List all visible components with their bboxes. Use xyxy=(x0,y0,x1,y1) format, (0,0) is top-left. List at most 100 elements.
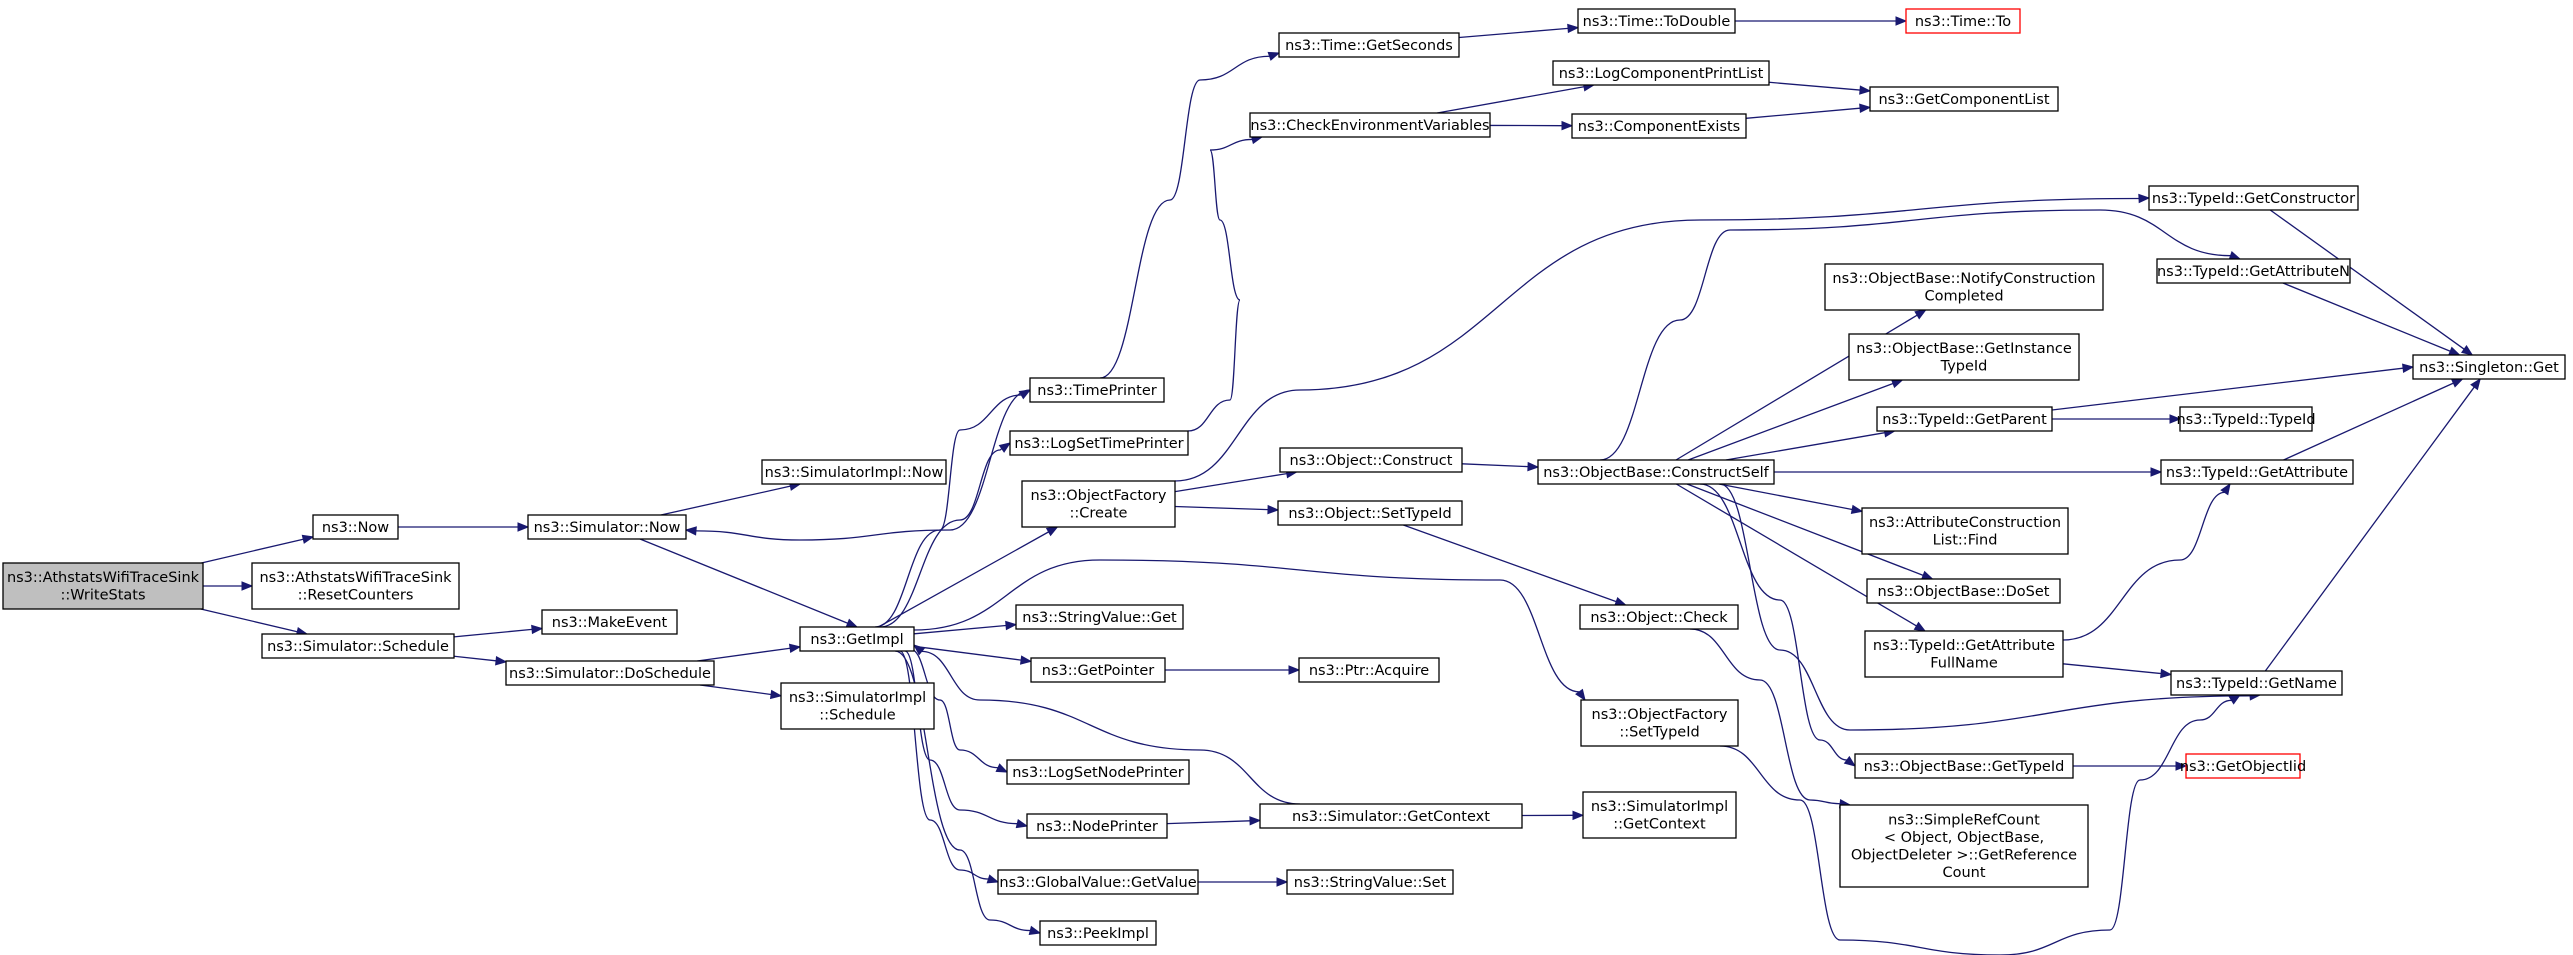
node-label: ::GetContext xyxy=(1613,817,1706,833)
node-label: ns3::MakeEvent xyxy=(552,615,668,631)
function-node-n28[interactable]: ns3::ComponentExists xyxy=(1571,113,1747,139)
function-node-n14[interactable]: ns3::GetPointer xyxy=(1030,657,1166,683)
function-node-n26[interactable]: ns3::Time::ToDouble xyxy=(1577,8,1736,34)
node-label: ns3::GetObjectIid xyxy=(2180,759,2306,775)
function-node-n37[interactable]: ns3::TypeId::GetParent xyxy=(1876,406,2053,432)
function-node-n24[interactable]: ns3::Simulator::GetContext xyxy=(1259,803,1523,829)
function-node-n47[interactable]: ns3::TypeId::GetName xyxy=(2170,670,2343,696)
call-edges xyxy=(200,16,2481,955)
function-node-n27[interactable]: ns3::LogComponentPrintList xyxy=(1552,60,1770,86)
function-node-n44[interactable]: ns3::TypeId::GetAttributeN xyxy=(2156,258,2351,284)
edge-line xyxy=(1745,107,1861,119)
function-node-n49[interactable]: ns3::Singleton::Get xyxy=(2412,354,2566,380)
function-node-n33[interactable]: ns3::Time::To xyxy=(1905,8,2021,34)
node-label: ::WriteStats xyxy=(60,588,145,604)
edge-arrowhead xyxy=(986,874,1000,884)
node-label: ns3::SimpleRefCount xyxy=(1888,813,2040,829)
node-label: ns3::SimulatorImpl xyxy=(1591,799,1728,815)
function-node-n48[interactable]: ns3::GetObjectIid xyxy=(2180,753,2306,779)
function-node-n39[interactable]: ns3::ObjectBase::DoSet xyxy=(1866,578,2061,604)
function-node-n32[interactable]: ns3::SimulatorImpl::GetContext xyxy=(1582,791,1737,839)
function-node-n42[interactable]: ns3::SimpleRefCount< Object, ObjectBase,… xyxy=(1839,804,2089,888)
node-label: ns3::GlobalValue::GetValue xyxy=(999,875,1196,891)
edge-n29-n37 xyxy=(1725,428,1896,461)
function-node-n21[interactable]: ns3::Object::Construct xyxy=(1279,447,1463,473)
function-node-n46[interactable]: ns3::TypeId::GetAttribute xyxy=(2160,459,2354,485)
edge-line xyxy=(913,624,1007,635)
edge-n24-n8 xyxy=(912,644,1301,805)
edge-arrowhead xyxy=(2448,346,2461,356)
function-node-n8[interactable]: ns3::GetImpl xyxy=(799,626,915,652)
edge-line xyxy=(1174,197,2140,482)
function-node-n41[interactable]: ns3::ObjectBase::GetTypeId xyxy=(1854,753,2074,779)
edge-arrowhead xyxy=(1045,526,1059,537)
edge-arrowhead xyxy=(1859,85,1872,95)
edge-line xyxy=(1166,820,1251,825)
function-node-n29[interactable]: ns3::ObjectBase::ConstructSelf xyxy=(1537,459,1775,485)
edge-line xyxy=(453,628,533,638)
function-node-n11[interactable]: ns3::LogSetTimePrinter xyxy=(1009,430,1189,456)
edge-n14-n23 xyxy=(1165,665,1301,675)
node-label: ns3::GetComponentList xyxy=(1878,92,2049,108)
node-box xyxy=(1866,578,2061,604)
function-node-n1[interactable]: ns3::Now xyxy=(312,514,399,540)
function-node-n25[interactable]: ns3::StringValue::Set xyxy=(1286,869,1454,895)
function-node-n15[interactable]: ns3::LogSetNodePrinter xyxy=(1006,759,1190,785)
function-node-n35[interactable]: ns3::ObjectBase::NotifyConstructionCompl… xyxy=(1824,263,2104,311)
edge-line xyxy=(1719,483,2251,731)
node-box xyxy=(2179,406,2313,432)
node-label: ns3::TypeId::GetParent xyxy=(1882,412,2047,428)
node-label: ns3::ObjectBase::DoSet xyxy=(1878,584,2050,600)
node-label: ns3::TypeId::GetConstructor xyxy=(2152,191,2355,207)
node-box xyxy=(1286,869,1454,895)
node-box xyxy=(1021,480,1176,528)
edge-arrowhead xyxy=(1019,655,1033,665)
function-node-n43[interactable]: ns3::TypeId::GetConstructor xyxy=(2148,185,2359,211)
function-node-n30[interactable]: ns3::Object::Check xyxy=(1579,604,1739,630)
node-label: Completed xyxy=(1924,289,2003,305)
edge-n10-n4 xyxy=(684,389,1031,541)
function-node-n3[interactable]: ns3::Simulator::Schedule xyxy=(261,633,455,659)
function-node-n16[interactable]: ns3::NodePrinter xyxy=(1026,813,1168,839)
function-node-n6[interactable]: ns3::Simulator::DoSchedule xyxy=(505,660,715,686)
function-node-n45[interactable]: ns3::TypeId::TypeId xyxy=(2176,406,2316,432)
node-box xyxy=(261,633,455,659)
function-node-n23[interactable]: ns3::Ptr::Acquire xyxy=(1298,657,1440,683)
function-node-n17[interactable]: ns3::GlobalValue::GetValue xyxy=(997,869,1199,895)
function-node-n2[interactable]: ns3::AthstatsWifiTraceSink::ResetCounter… xyxy=(251,562,460,610)
node-label: ns3::StringValue::Get xyxy=(1022,610,1177,626)
node-box xyxy=(1869,86,2059,112)
function-node-n9[interactable]: ns3::SimulatorImpl::Schedule xyxy=(780,682,935,730)
edge-line xyxy=(909,648,998,769)
function-node-n0[interactable]: ns3::AthstatsWifiTraceSink::WriteStats xyxy=(2,562,204,610)
edge-arrowhead xyxy=(1267,51,1281,61)
edge-arrowhead xyxy=(2150,467,2163,477)
edge-n6-n9 xyxy=(699,684,783,700)
edge-line xyxy=(1403,524,1617,603)
edge-n16-n24 xyxy=(1166,816,1262,826)
function-node-n10[interactable]: ns3::TimePrinter xyxy=(1029,377,1165,403)
function-node-n22[interactable]: ns3::Object::SetTypeId xyxy=(1277,500,1463,526)
edge-arrowhead xyxy=(2228,251,2242,261)
function-node-n12[interactable]: ns3::ObjectFactory::Create xyxy=(1021,480,1176,528)
node-box xyxy=(541,609,678,635)
edge-n27-n34 xyxy=(1768,81,1872,95)
edge-n29-n41 xyxy=(1699,483,1857,767)
function-node-n18[interactable]: ns3::PeekImpl xyxy=(1039,920,1157,946)
function-node-n7[interactable]: ns3::SimulatorImpl::Now xyxy=(761,459,947,485)
function-node-n4[interactable]: ns3::Simulator::Now xyxy=(527,514,687,540)
function-node-n20[interactable]: ns3::CheckEnvironmentVariables xyxy=(1249,112,1491,138)
node-label: ns3::ObjectBase::NotifyConstruction xyxy=(1832,271,2095,287)
function-node-n13[interactable]: ns3::StringValue::Get xyxy=(1015,604,1184,630)
function-node-n34[interactable]: ns3::GetComponentList xyxy=(1869,86,2059,112)
edge-n3-n6 xyxy=(453,655,508,666)
edge-line xyxy=(1099,55,1270,379)
function-node-n31[interactable]: ns3::ObjectFactory::SetTypeId xyxy=(1580,699,1739,747)
node-label: ns3::LogSetNodePrinter xyxy=(1012,765,1184,781)
function-node-n19[interactable]: ns3::Time::GetSeconds xyxy=(1278,32,1460,58)
function-node-n5[interactable]: ns3::MakeEvent xyxy=(541,609,678,635)
node-box xyxy=(1552,60,1770,86)
